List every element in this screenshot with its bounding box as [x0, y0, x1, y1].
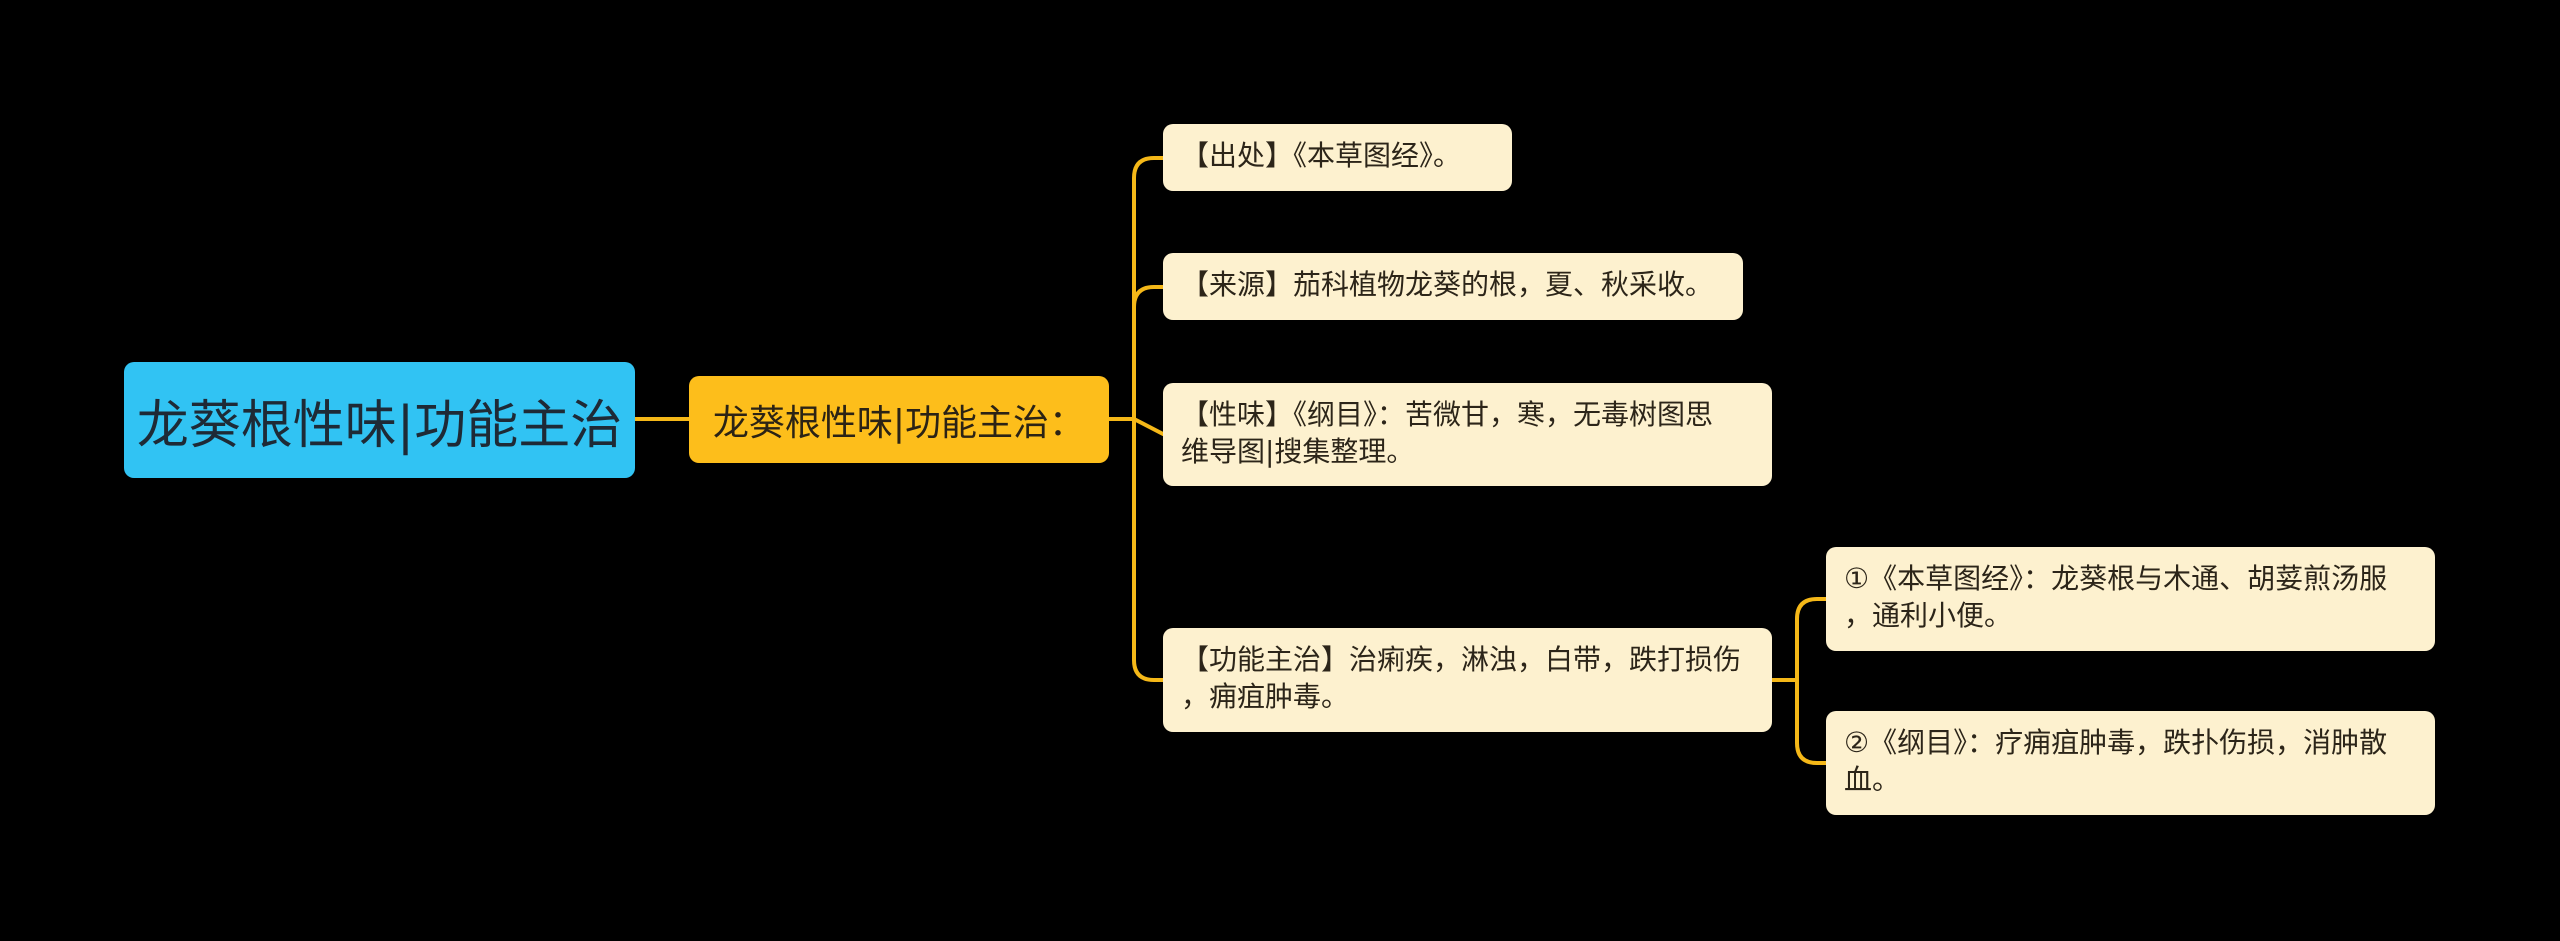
leaf-origin[interactable]: 【来源】茄科植物龙葵的根，夏、秋采收。 — [1163, 253, 1743, 320]
connector-to-ref-2 — [1795, 678, 1828, 765]
connector-to-origin — [1132, 285, 1165, 309]
leaf-source[interactable]: 【出处】《本草图经》。 — [1163, 124, 1512, 191]
connector-to-source — [1132, 156, 1165, 421]
main-branch-topic[interactable]: 龙葵根性味|功能主治： — [689, 376, 1109, 463]
connector-to-ref-1 — [1795, 597, 1828, 682]
connector-to-function — [1132, 417, 1165, 682]
leaf-function-ref-1[interactable]: ①《本草图经》：龙葵根与木通、胡荽煎汤服 ，通利小便。 — [1826, 547, 2435, 651]
leaf-function[interactable]: 【功能主治】治痢疾，淋浊，白带，跌打损伤 ，痈疽肿毒。 — [1163, 628, 1772, 732]
leaf-function-ref-2[interactable]: ②《纲目》：疗痈疽肿毒，跌扑伤损，消肿散 血。 — [1826, 711, 2435, 815]
leaf-taste[interactable]: 【性味】《纲目》：苦微甘，寒，无毒树图思 维导图|搜集整理。 — [1163, 383, 1772, 486]
root-topic[interactable]: 龙葵根性味|功能主治 — [124, 362, 635, 478]
connector-to-taste — [1132, 417, 1165, 436]
